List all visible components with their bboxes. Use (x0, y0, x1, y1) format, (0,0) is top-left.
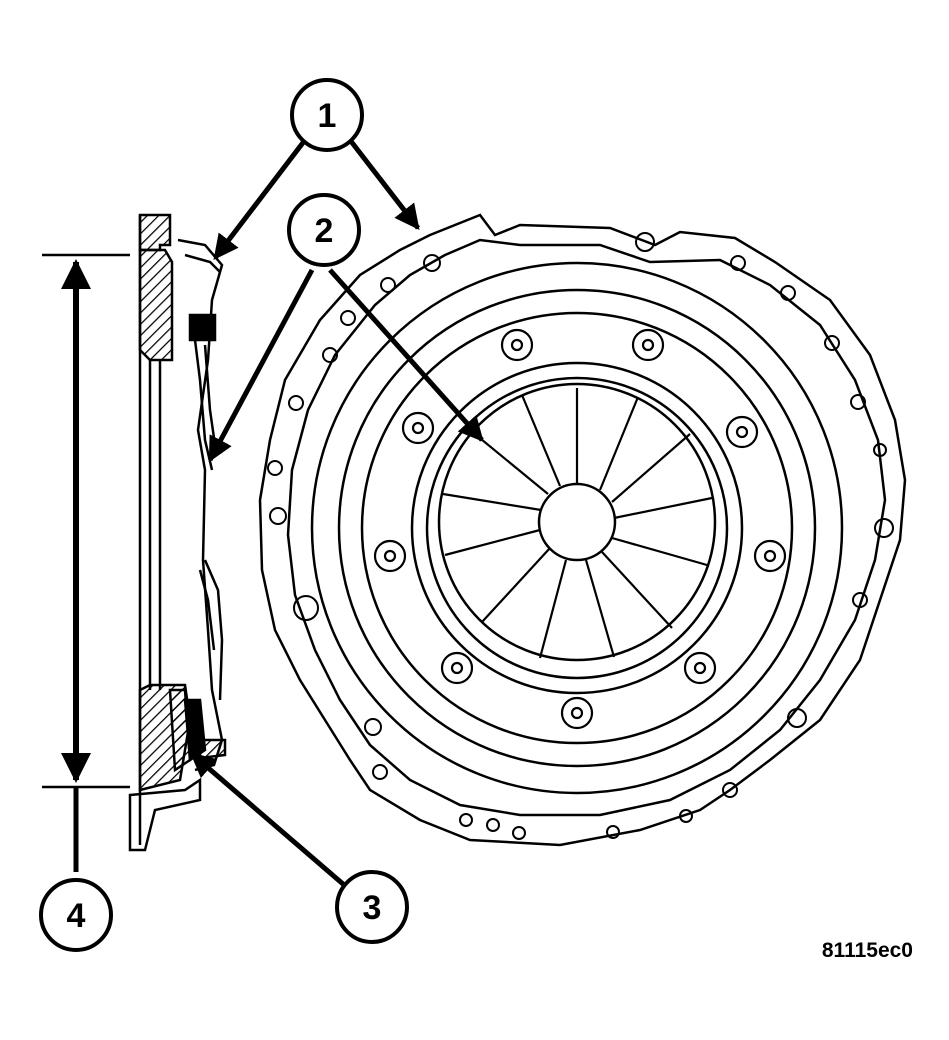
callout-1: 1 (290, 78, 364, 152)
callout-2: 2 (287, 193, 361, 267)
figure-id: 81115ec0 (822, 939, 913, 962)
diaphragm-fingers (442, 388, 713, 659)
callout-2-label: 2 (315, 212, 334, 250)
callout-3: 3 (335, 870, 409, 944)
spring-mounts (373, 328, 787, 730)
callout-3-label: 3 (363, 889, 382, 927)
dimension-height (42, 253, 130, 872)
cover-outline (258, 213, 907, 847)
leader-1a (213, 138, 307, 260)
leader-2a (207, 268, 315, 463)
callout-1-label: 1 (318, 97, 337, 135)
front-view-pressure-plate (258, 213, 907, 847)
callout-4: 4 (39, 878, 113, 952)
cover-bolt-holes (267, 232, 894, 840)
leader-3 (190, 752, 352, 892)
side-view-section (128, 213, 227, 852)
leader-1b (348, 138, 420, 230)
callout-leaders (190, 138, 484, 892)
callout-4-label: 4 (67, 897, 86, 935)
leader-2b (328, 268, 484, 442)
